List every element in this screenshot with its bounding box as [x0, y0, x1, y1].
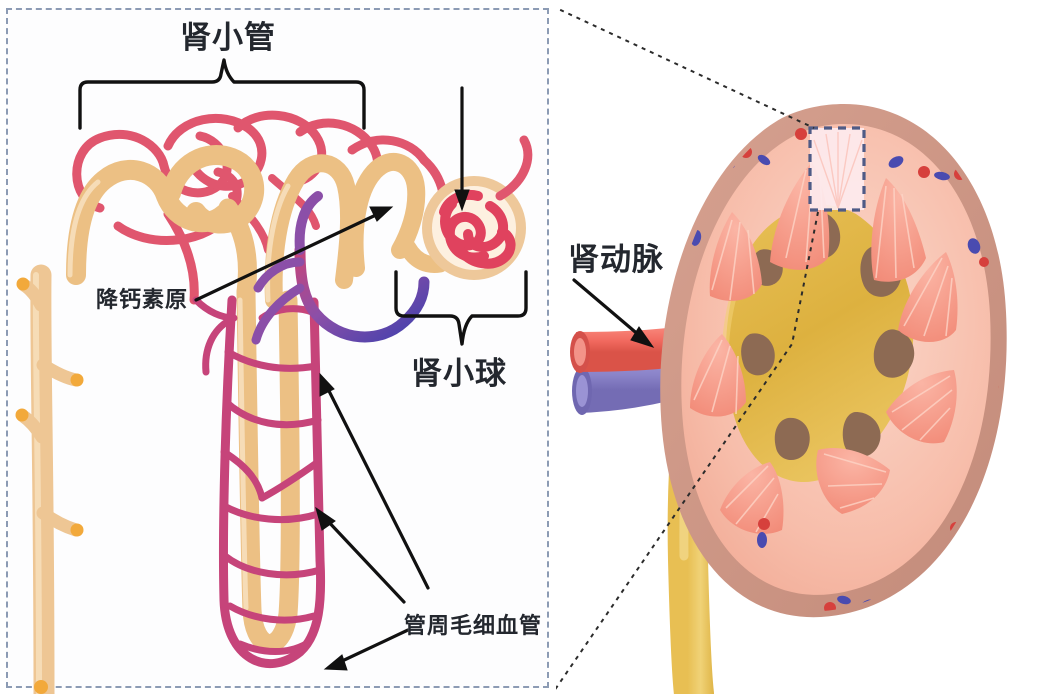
label-renal-artery: 肾动脉 — [568, 242, 664, 277]
renal-artery-arrow — [572, 278, 655, 348]
kidney-panel: 肾动脉 — [556, 0, 1041, 694]
inset-selection-box — [808, 126, 866, 212]
label-procalcitonin: 降钙素原 — [96, 287, 189, 312]
label-glomerulus: 肾小球 — [411, 356, 507, 391]
label-peritubular-capillaries: 管周毛细血管 — [404, 613, 543, 638]
renal-vein — [572, 331, 749, 415]
renal-calyx — [741, 210, 915, 460]
kidney-cross-section — [556, 6, 1007, 694]
renal-pyramid — [690, 162, 958, 534]
ureter — [667, 298, 736, 694]
label-renal-tubule: 肾小管 — [180, 20, 276, 55]
inset-connector-lines — [556, 6, 819, 690]
arcuate-vessel-dots — [690, 128, 1001, 612]
kidney-body — [660, 104, 1007, 618]
nephron-panel: 肾小管 降钙素原 肾小球 管周毛细血管 — [6, 8, 549, 694]
inset-highlight-fill — [810, 128, 864, 210]
